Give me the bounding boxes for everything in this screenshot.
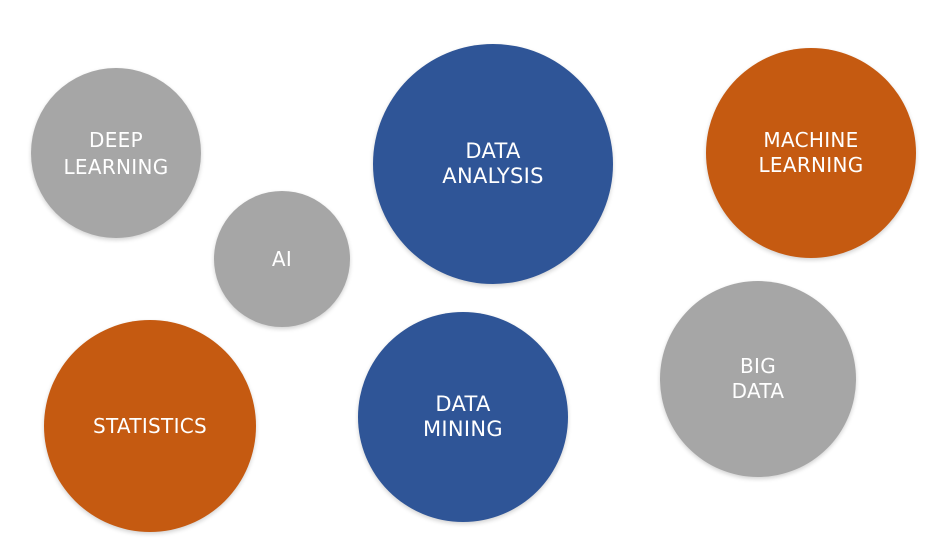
- data-analysis-label-line-2: ANALYSIS: [442, 164, 544, 188]
- data-analysis-bubble: DATA ANALYSIS: [373, 44, 613, 284]
- deep-learning-label-line-2: LEARNING: [63, 155, 169, 179]
- machine-learning-bubble: MACHINE LEARNING: [706, 48, 916, 258]
- statistics-label: STATISTICS: [92, 413, 208, 438]
- data-mining-label-line-2: MINING: [423, 417, 503, 441]
- ai-label: AI: [271, 246, 293, 271]
- ai-bubble: AI: [214, 191, 350, 327]
- big-data-label-line-2: DATA: [731, 379, 785, 403]
- deep-learning-bubble: DEEP LEARNING: [31, 68, 201, 238]
- big-data-label-line-1: BIG: [739, 354, 777, 378]
- big-data-bubble: BIG DATA: [660, 281, 856, 477]
- deep-learning-label-line-1: DEEP: [89, 128, 143, 152]
- machine-learning-label-line-1: MACHINE: [763, 128, 859, 152]
- statistics-bubble: STATISTICS: [44, 320, 256, 532]
- data-mining-label-line-1: DATA: [435, 392, 491, 416]
- machine-learning-label-line-2: LEARNING: [758, 153, 864, 177]
- data-analysis-label-line-1: DATA: [465, 139, 521, 163]
- data-mining-bubble: DATA MINING: [358, 312, 568, 522]
